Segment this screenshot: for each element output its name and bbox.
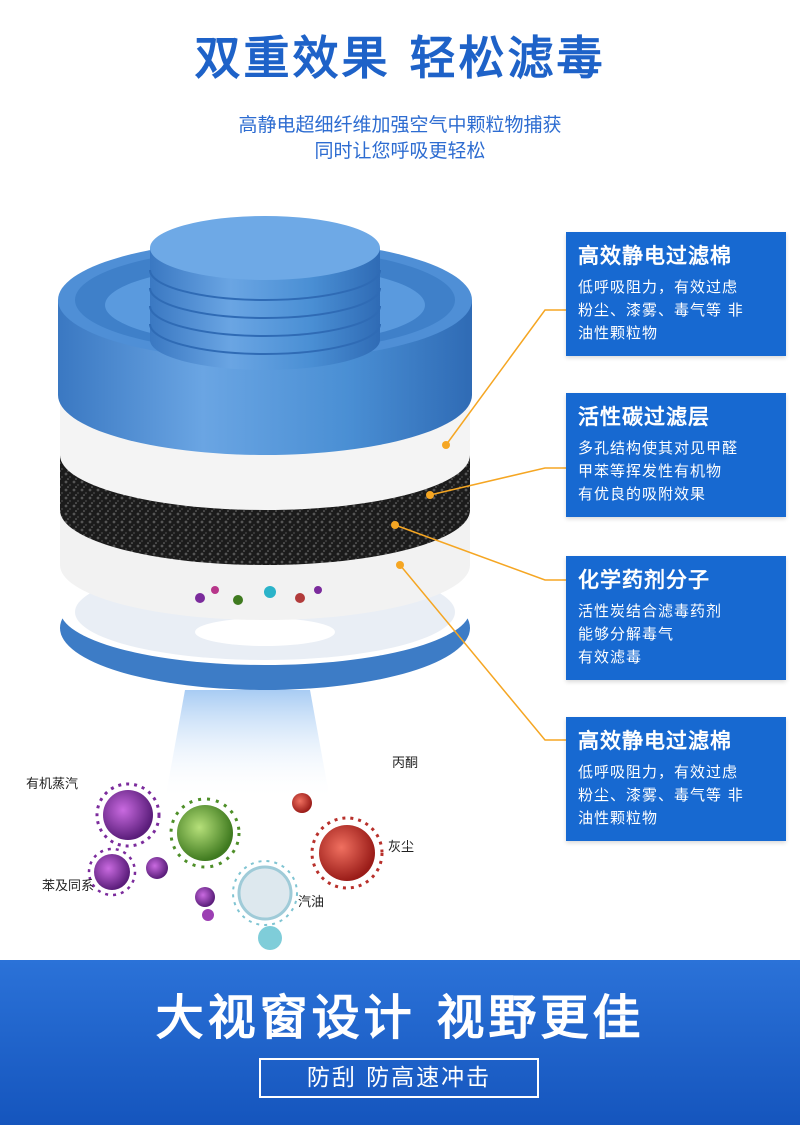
label-acetone: 丙酮 bbox=[392, 756, 419, 771]
red-virus-large bbox=[310, 816, 384, 890]
label-benzene: 苯及同系 bbox=[42, 879, 95, 894]
card-line: 低呼吸阻力，有效过虑 bbox=[578, 763, 739, 781]
subtitle-line-2: 同时让您呼吸更轻松 bbox=[314, 140, 486, 162]
chemical-molecules bbox=[195, 586, 322, 605]
card-line: 甲苯等挥发性有机物 bbox=[578, 462, 723, 480]
card-line: 油性颗粒物 bbox=[578, 809, 659, 827]
feature-card-chemical-agent: 化学药剂分子 活性炭结合滤毒药剂 能够分解毒气 有效滤毒 bbox=[566, 556, 786, 680]
card-line: 粉尘、漆雾、毒气等 非 bbox=[578, 301, 744, 319]
label-organic-vapor: 有机蒸汽 bbox=[26, 777, 79, 792]
feature-card-electrostatic-cotton: 高效静电过滤棉 低呼吸阻力，有效过虑 粉尘、漆雾、毒气等 非 油性颗粒物 bbox=[566, 232, 786, 356]
purple-virus-medium bbox=[94, 854, 130, 890]
card-title: 活性碳过滤层 bbox=[578, 405, 710, 429]
green-virus bbox=[169, 797, 241, 869]
threaded-neck bbox=[150, 248, 380, 370]
label-dust: 灰尘 bbox=[388, 840, 415, 855]
card-line: 有优良的吸附效果 bbox=[578, 485, 707, 503]
filter-illustration bbox=[58, 216, 566, 950]
card-line: 粉尘、漆雾、毒气等 非 bbox=[578, 786, 744, 804]
white-virus bbox=[232, 860, 298, 926]
red-virus-small bbox=[292, 793, 312, 813]
page-title: 双重效果 轻松滤毒 bbox=[194, 31, 606, 85]
neck-top bbox=[150, 216, 380, 280]
subtitle-line-1: 高静电超细纤维加强空气中颗粒物捕获 bbox=[238, 114, 562, 136]
feature-card-electrostatic-cotton-2: 高效静电过滤棉 低呼吸阻力，有效过虑 粉尘、漆雾、毒气等 非 油性颗粒物 bbox=[566, 717, 786, 841]
card-title: 高效静电过滤棉 bbox=[578, 729, 732, 753]
purple-virus-large bbox=[95, 782, 161, 848]
banner-feature-box: 防刮 防高速冲击 bbox=[259, 1058, 539, 1098]
label-gasoline: 汽油 bbox=[298, 895, 325, 910]
card-line: 多孔结构使其对见甲醛 bbox=[578, 439, 739, 457]
card-line: 有效滤毒 bbox=[578, 648, 643, 666]
airflow-stream bbox=[165, 690, 330, 800]
particle-cluster bbox=[87, 782, 384, 950]
card-line: 活性炭结合滤毒药剂 bbox=[578, 602, 723, 620]
bottom-banner: 大视窗设计 视野更佳 防刮 防高速冲击 bbox=[0, 960, 800, 1125]
card-line: 低呼吸阻力，有效过虑 bbox=[578, 278, 739, 296]
feature-card-activated-carbon: 活性碳过滤层 多孔结构使其对见甲醛 甲苯等挥发性有机物 有优良的吸附效果 bbox=[566, 393, 786, 517]
card-line: 能够分解毒气 bbox=[578, 625, 675, 643]
card-title: 化学药剂分子 bbox=[578, 568, 710, 592]
banner-title: 大视窗设计 视野更佳 bbox=[155, 990, 645, 1046]
card-title: 高效静电过滤棉 bbox=[578, 244, 732, 268]
leader-lines bbox=[394, 309, 566, 741]
card-line: 油性颗粒物 bbox=[578, 324, 659, 342]
